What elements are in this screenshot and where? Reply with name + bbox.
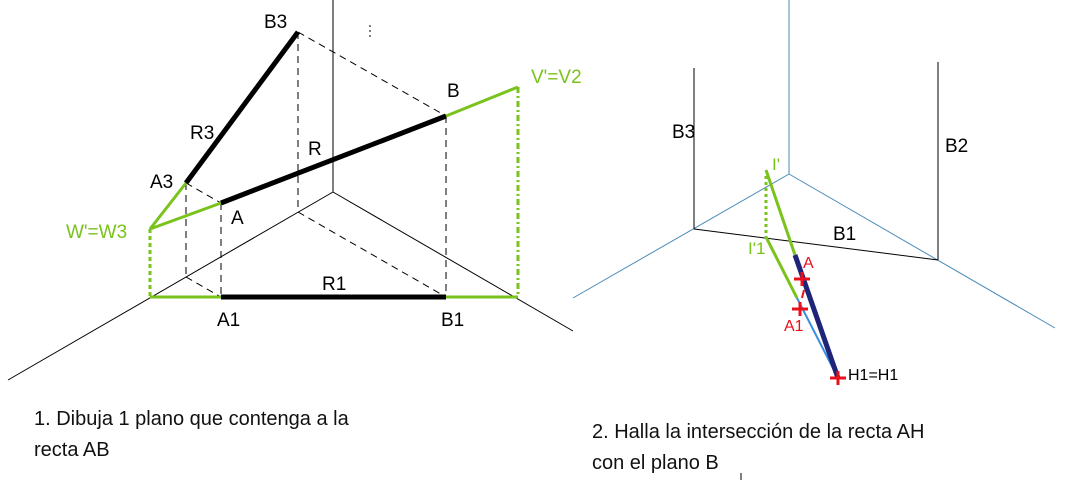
caption-1: 1. Dibuja 1 plano que contenga a la rect… — [34, 404, 349, 466]
label-a3: A3 — [150, 172, 173, 193]
label-a1: A1 — [784, 318, 804, 335]
label-b1: B1 — [441, 310, 464, 331]
r3-segment — [183, 30, 301, 185]
trace-b1 — [693, 228, 939, 261]
intersection-lines — [764, 169, 799, 299]
label-r1: R1 — [322, 274, 346, 295]
plane-b-traces — [693, 62, 939, 261]
axes-2 — [572, 0, 1056, 329]
label-b1: B1 — [833, 224, 856, 245]
label-b3: B3 — [672, 122, 695, 143]
label-b2: B2 — [945, 136, 968, 157]
figure-1: B3 R3 A3 A R B W'=W3 V'=V2 R1 A1 B1 — [7, 0, 582, 381]
label-a: A — [231, 208, 244, 229]
figure-2: B3 B2 B1 I' I'1 A A1 H1=H1 — [572, 0, 1056, 480]
caption-2-line-1: 2. Halla la intersección de la recta AH — [592, 421, 925, 443]
label-a1: A1 — [217, 310, 240, 331]
plane-traces — [148, 85, 520, 299]
r-segment — [220, 113, 447, 206]
label-a: A — [803, 255, 814, 272]
label-w: W'=W3 — [66, 222, 127, 243]
line-ab — [183, 30, 447, 300]
axes-1 — [7, 0, 574, 381]
y-axis — [332, 191, 574, 332]
caption-2-line-2: con el plano B — [592, 452, 719, 474]
red-dash — [801, 289, 805, 299]
label-r3: R3 — [190, 123, 214, 144]
label-h: H1=H1 — [848, 367, 898, 384]
label-i1: I'1 — [748, 239, 765, 258]
label-b: B — [447, 81, 460, 102]
x-axis — [7, 191, 334, 381]
projection-lines — [185, 31, 447, 298]
intersection-markers — [792, 272, 846, 385]
label-b3: B3 — [264, 12, 287, 33]
label-v: V'=V2 — [531, 67, 582, 88]
caption-1-line-2: recta AB — [34, 439, 110, 461]
label-i: I' — [772, 155, 780, 174]
label-r: R — [308, 139, 322, 160]
caption-1-line-1: 1. Dibuja 1 plano que contenga a la — [34, 408, 349, 430]
caption-2: 2. Halla la intersección de la recta AH … — [592, 417, 924, 479]
